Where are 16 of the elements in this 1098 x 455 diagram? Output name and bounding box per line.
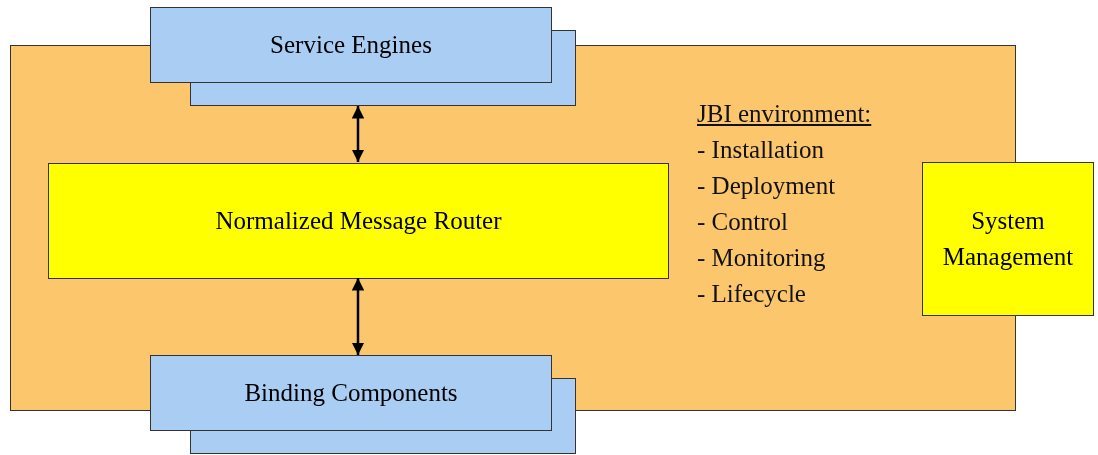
component-box (922, 162, 1094, 316)
box-label: Binding Components (244, 379, 458, 407)
list-item: - Installation (697, 136, 825, 164)
panel-heading: JBI environment: (697, 100, 872, 128)
box-label: Service Engines (270, 31, 432, 59)
box-label: Normalized Message Router (215, 206, 502, 236)
stacked-component-box (150, 7, 576, 106)
list-item: - Control (697, 208, 788, 236)
list-item: - Deployment (697, 172, 836, 200)
component-box (48, 163, 669, 279)
list-item: - Monitoring (697, 244, 826, 272)
double-arrow (351, 278, 365, 355)
double-arrow (351, 106, 365, 162)
stacked-component-box (150, 355, 576, 453)
list-item: - Lifecycle (697, 280, 806, 308)
box-label: System Management (941, 206, 1075, 272)
